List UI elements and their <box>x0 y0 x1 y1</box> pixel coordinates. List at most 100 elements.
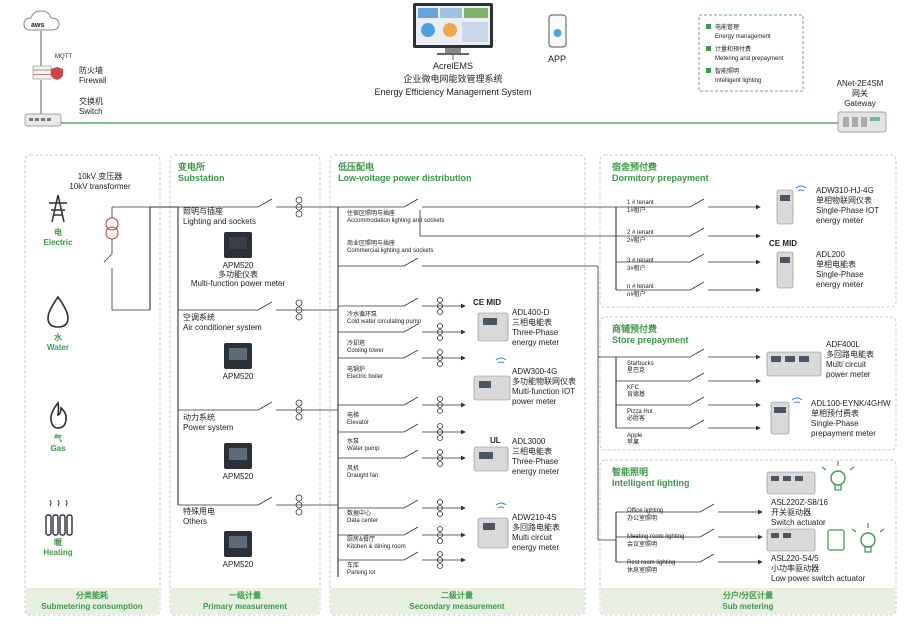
switch-actuator-icon <box>766 471 816 495</box>
low-power-actuator-icon <box>766 528 845 552</box>
lowvoltage-title-en: Low-voltage power distribution <box>338 173 472 183</box>
tenant-n-en: n # tenant <box>627 284 654 290</box>
lowvoltage-top-branches <box>338 198 616 540</box>
adf400l-en1: Multi circuit <box>826 360 867 369</box>
adl200-zh: 单相电能表 <box>816 259 856 269</box>
transformer-icon <box>105 217 119 240</box>
adl3000-meter-icon <box>473 446 509 472</box>
lv-top-load-2-zh: 商业区照明与插座 <box>347 239 395 247</box>
adl100-zh: 单相预付费表 <box>811 408 859 418</box>
svg-text:Energy management: Energy management <box>715 34 771 40</box>
switch-en: Switch <box>79 107 103 116</box>
lv-top-load-1-en: Accommodation lighting and sockets <box>347 218 444 224</box>
network-switch-icon <box>24 113 62 127</box>
lighting-title-en: Intelligent lighting <box>612 478 690 488</box>
lowvoltage-load-branches <box>338 297 466 563</box>
footer-4-en: Sub metering <box>722 602 773 611</box>
aws-label: aws <box>31 22 44 29</box>
footer-1-bg <box>26 588 159 614</box>
store-title-en: Store prepayment <box>612 335 689 345</box>
lowvoltage-ct-icons <box>437 297 443 569</box>
adl200-meter-icon <box>776 251 794 289</box>
tenant-2-en: 2 # tenant <box>627 230 654 236</box>
room-1-en: Office lighting <box>627 508 663 514</box>
footer-4-bg <box>601 588 895 614</box>
energy-water-zh: 水 <box>53 332 63 342</box>
shop-3-zh: 必胜客 <box>627 414 645 422</box>
apm520-model-4: APM520 <box>223 560 254 569</box>
footer-2-en: Primary measurement <box>203 602 287 611</box>
light-bulb-icon <box>821 461 855 491</box>
apm520-zh: 多功能仪表 <box>218 269 258 279</box>
sub-group-3-en: Power system <box>183 423 234 432</box>
panel-dormitory <box>599 154 897 308</box>
firewall-zh: 防火墙 <box>79 65 103 75</box>
light-bulb-icon-2 <box>851 523 885 553</box>
adl200-model: ADL200 <box>816 250 845 259</box>
svg-text:Intelligent lighting: Intelligent lighting <box>715 78 761 84</box>
lighting-branches <box>616 503 763 565</box>
room-2-en: Meeting room lighting <box>627 534 684 540</box>
cloud-icon <box>23 10 60 31</box>
app-label: APP <box>548 54 566 64</box>
sub-group-4-en: Others <box>183 517 207 526</box>
panel-store <box>599 316 897 451</box>
adf400l-model: ADF400L <box>826 340 860 349</box>
footer-2-bg <box>171 588 319 614</box>
room-3-zh: 休息室照明 <box>627 566 657 574</box>
store-branches <box>616 348 761 431</box>
room-2-zh: 会议室照明 <box>627 540 657 548</box>
adl100-en2: prepayment meter <box>811 429 876 438</box>
lv-load-4-zh: 电梯 <box>347 411 359 419</box>
adw210-model: ADW210-4S <box>512 513 556 522</box>
footer-4-zh: 分户/分区计量 <box>723 590 773 600</box>
substation-title-en: Substation <box>178 173 225 183</box>
lv-load-2-zh: 冷却塔 <box>347 339 365 347</box>
mqtt-label: MQTT <box>55 54 72 60</box>
svg-text:计量和预付费: 计量和预付费 <box>715 45 751 53</box>
asl220-en: Low power switch actuator <box>771 574 866 583</box>
adw310-en1: Single-Phase IOT <box>816 206 879 215</box>
svg-text:电能管理: 电能管理 <box>715 23 739 31</box>
adl400-en1: Three-Phase <box>512 328 559 337</box>
lv-load-9-zh: 车库 <box>347 561 359 569</box>
lv-load-7-zh: 数据中心 <box>347 509 371 517</box>
energy-electric-zh: 电 <box>54 227 62 237</box>
adl400-meter-icon <box>477 312 509 342</box>
monitor-icon <box>413 3 493 55</box>
lv-load-1-en: Cold water circulating pump <box>347 319 422 325</box>
transformer-en: 10kV transformer <box>69 182 131 191</box>
adl400-zh: 三相电能表 <box>512 317 552 327</box>
room-1-zh: 办公室照明 <box>627 514 657 522</box>
adw210-zh: 多回路电能表 <box>512 522 560 532</box>
adw300-en1: Multi-function IOT <box>512 387 575 396</box>
gateway-model: ANet-2E4SM <box>837 79 884 88</box>
lv-load-1-zh: 冷水循环泵 <box>347 310 377 318</box>
adl3000-en1: Three-Phase <box>512 457 559 466</box>
lv-load-4-en: Elevator <box>347 420 369 426</box>
lighting-title-zh: 智能照明 <box>612 466 648 477</box>
asl220z-model: ASL220Z-S8/16 <box>771 498 828 507</box>
footer-3-bg <box>331 588 584 614</box>
energy-gas-zh: 气 <box>53 433 62 443</box>
features-box <box>698 14 804 92</box>
dorm-branches <box>616 198 761 293</box>
shop-1-en: Starbucks <box>627 361 654 367</box>
apm520-model-2: APM520 <box>223 372 254 381</box>
adl100-meter-icon <box>770 397 803 435</box>
substation-title-zh: 变电所 <box>178 161 205 172</box>
adw310-meter-icon <box>776 185 807 225</box>
adw300-model: ADW300-4G <box>512 367 557 376</box>
current-transformer-icon <box>295 196 303 516</box>
adl100-model: ADL100-EYNK/4GHW <box>811 399 891 408</box>
svg-text:Metering and prepayment: Metering and prepayment <box>715 56 784 62</box>
apm520-meter-icon <box>224 232 252 557</box>
tenant-n-zh: n#租户 <box>627 290 646 298</box>
lv-load-3-zh: 电锅炉 <box>347 365 365 373</box>
lv-top-load-2-en: Commercial lighting and sockets <box>347 248 433 254</box>
panel-substation <box>169 154 321 616</box>
adw300-zh: 多功能物联网仪表 <box>512 376 576 386</box>
gateway-en: Gateway <box>844 99 876 108</box>
phone-icon <box>548 14 567 48</box>
